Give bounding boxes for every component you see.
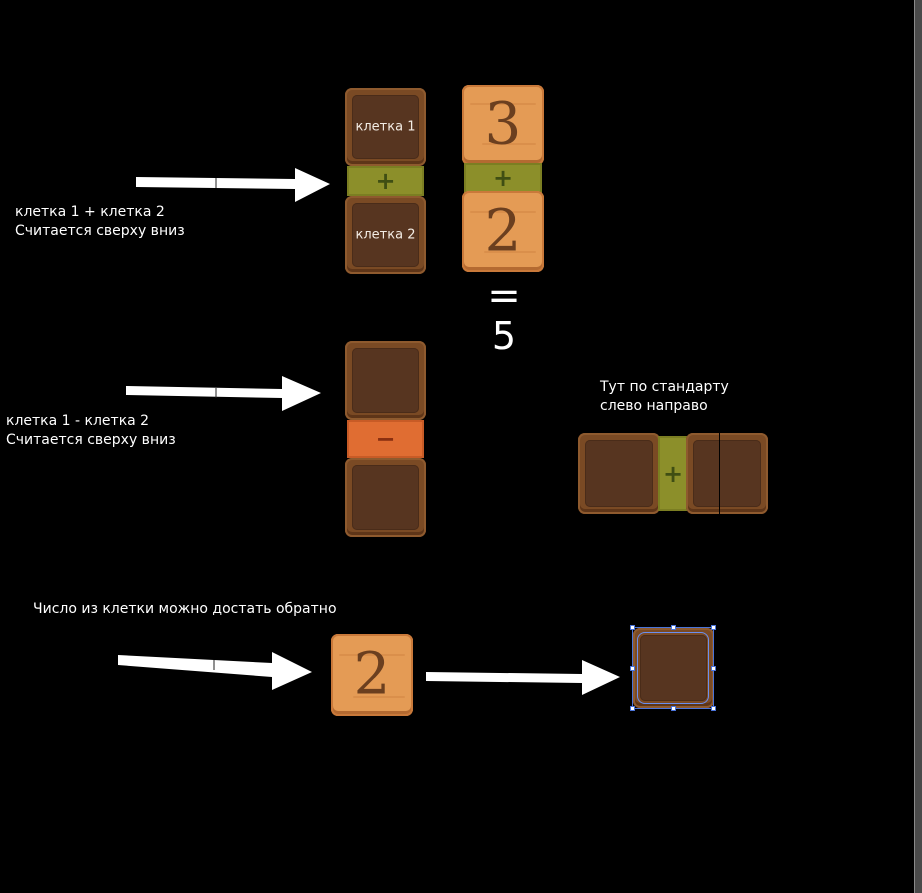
- selection-handle-tr[interactable]: [711, 625, 716, 630]
- value-cell-bottom[interactable]: 2: [462, 191, 544, 272]
- plus-caption-line2: Считается сверху вниз: [15, 223, 185, 239]
- standard-caption: Тут по стандарту слево направо: [600, 378, 729, 416]
- horizontal-plus-sign: +: [662, 459, 684, 488]
- cell-1-label: клетка 1: [355, 119, 416, 135]
- arrow-right-icon: [426, 660, 620, 695]
- plus-sign-example: +: [492, 164, 514, 192]
- plus-caption-line1: клетка 1 + клетка 2: [15, 204, 165, 220]
- horizontal-cell-1[interactable]: [578, 433, 660, 514]
- cell-2-label: клетка 2: [355, 227, 416, 243]
- extract-value: 2: [353, 639, 391, 708]
- equals-sign: =: [487, 273, 521, 319]
- result-value: 5: [491, 314, 517, 358]
- horizontal-cell-2[interactable]: [686, 433, 768, 514]
- extract-empty-cell[interactable]: [633, 628, 714, 708]
- canvas-edge: [914, 0, 922, 893]
- minus-cell-1[interactable]: [345, 341, 426, 420]
- value-top: 3: [484, 89, 522, 158]
- cell-1[interactable]: клетка 1: [345, 88, 426, 166]
- selection-handle-mr[interactable]: [711, 666, 716, 671]
- extract-value-cell[interactable]: 2: [331, 634, 413, 716]
- cell-2[interactable]: клетка 2: [345, 196, 426, 274]
- selection-handle-tc[interactable]: [671, 625, 676, 630]
- selection-handle-bc[interactable]: [671, 706, 676, 711]
- minus-sign: −: [375, 425, 396, 453]
- arrow-right-icon: [118, 652, 312, 690]
- horizontal-plus-operator[interactable]: +: [658, 436, 688, 511]
- value-cell-top[interactable]: 3: [462, 85, 544, 165]
- selection-path: [637, 632, 709, 704]
- selection-handle-bl[interactable]: [630, 706, 635, 711]
- selection-handle-br[interactable]: [711, 706, 716, 711]
- minus-operator[interactable]: −: [347, 420, 424, 458]
- minus-caption: клетка 1 - клетка 2 Считается сверху вни…: [6, 412, 176, 450]
- selection-handle-ml[interactable]: [630, 666, 635, 671]
- value-bottom: 2: [484, 196, 522, 265]
- extract-caption: Число из клетки можно достать обратно: [33, 601, 337, 617]
- plus-sign: +: [375, 167, 396, 195]
- plus-operator-example[interactable]: +: [464, 163, 542, 193]
- standard-caption-line1: Тут по стандарту: [600, 379, 729, 395]
- plus-caption: клетка 1 + клетка 2 Считается сверху вни…: [15, 203, 185, 241]
- plus-operator[interactable]: +: [347, 166, 424, 196]
- guide-line: [719, 433, 720, 514]
- arrow-right-icon: [136, 168, 330, 202]
- minus-caption-line1: клетка 1 - клетка 2: [6, 413, 150, 429]
- minus-cell-2[interactable]: [345, 458, 426, 537]
- standard-caption-line2: слево направо: [600, 398, 708, 414]
- arrow-right-icon: [126, 376, 321, 411]
- minus-caption-line2: Считается сверху вниз: [6, 432, 176, 448]
- selection-handle-tl[interactable]: [630, 625, 635, 630]
